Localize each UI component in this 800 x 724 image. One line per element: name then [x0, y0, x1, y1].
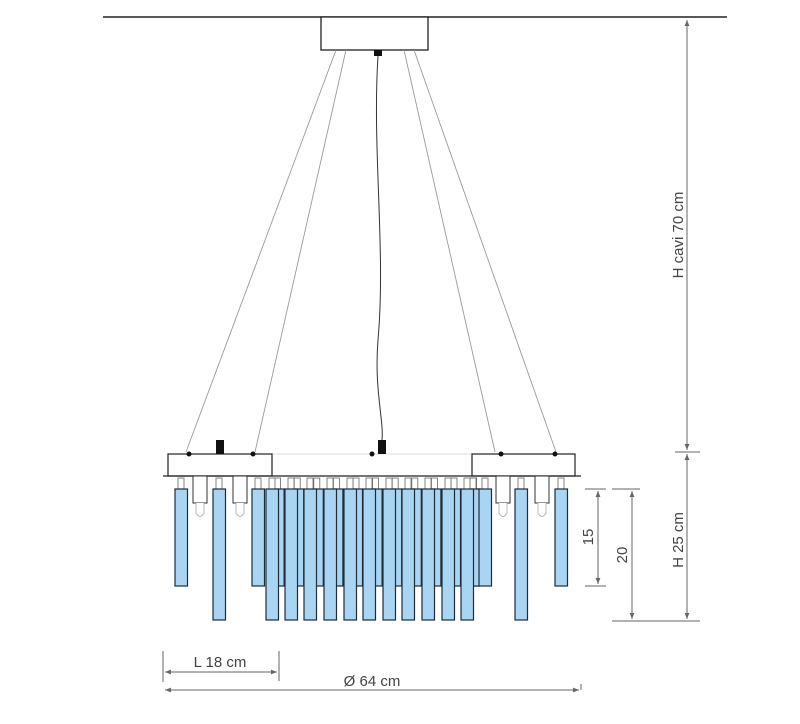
rod-holder	[254, 477, 262, 490]
rod-holder	[306, 477, 314, 490]
arm-length-label: L 18 cm	[194, 654, 247, 671]
bulb-socket	[534, 475, 550, 504]
rod-holder	[313, 477, 321, 490]
glass-rod-long	[323, 488, 338, 621]
left-connector	[216, 440, 224, 454]
frame-center	[271, 453, 473, 477]
rod-holder	[424, 477, 432, 490]
rod-holder	[463, 477, 471, 490]
glass-rod-long	[382, 488, 397, 621]
glass-rod-short	[174, 488, 189, 587]
rod-holder	[404, 477, 412, 490]
bulb-socket	[495, 475, 511, 504]
diameter-label: Ø 64 cm	[344, 673, 401, 690]
glass-rods-front	[174, 477, 569, 621]
center-connector	[378, 440, 386, 454]
rod-holder	[450, 477, 458, 490]
glass-rod-short	[251, 488, 266, 587]
cable	[254, 49, 347, 453]
bulb	[537, 503, 547, 517]
long-rod-label: 20	[614, 547, 631, 564]
anchor	[498, 451, 504, 457]
rod-holder	[444, 477, 452, 490]
glass-rod-long	[441, 488, 456, 621]
rod-holder	[346, 477, 354, 490]
suspension-cables	[185, 49, 557, 453]
glass-rod-long	[401, 488, 416, 621]
glass-rod-short	[554, 488, 569, 587]
bulb	[195, 503, 205, 517]
glass-rod-long	[303, 488, 318, 621]
glass-rod-short	[478, 488, 493, 587]
bulb-socket	[192, 475, 208, 504]
bulb-socket	[232, 475, 248, 504]
ceiling-canopy	[320, 16, 429, 51]
body-height-label: H 25 cm	[670, 512, 687, 568]
bulbs	[192, 475, 550, 517]
rod-holder	[274, 477, 282, 490]
anchor	[552, 451, 558, 457]
rod-holder	[365, 477, 373, 490]
short-rod-label: 15	[580, 529, 597, 546]
rod-holder	[391, 477, 399, 490]
glass-rod-long	[460, 488, 475, 621]
glass-rod-long	[284, 488, 299, 621]
anchor	[369, 451, 375, 457]
bulb	[498, 503, 508, 517]
anchor	[250, 451, 256, 457]
rod-holder	[411, 477, 419, 490]
rod-holder	[287, 477, 295, 490]
rod-holder	[385, 477, 393, 490]
glass-rod-long	[362, 488, 377, 621]
cable-height-label: H cavi 70 cm	[670, 192, 687, 279]
rod-holder	[177, 477, 185, 490]
rod-holder	[481, 477, 489, 490]
cable	[185, 49, 337, 453]
rod-holder	[293, 477, 301, 490]
rod-holder	[517, 477, 525, 490]
bulb	[235, 503, 245, 517]
rod-holder	[372, 477, 380, 490]
canopy-connector	[374, 50, 382, 56]
rod-holder	[268, 477, 276, 490]
rod-holder	[352, 477, 360, 490]
rod-holder	[326, 477, 334, 490]
cable-anchors	[186, 451, 558, 457]
glass-rod-long	[212, 488, 227, 621]
frame-left-arm	[167, 453, 273, 477]
rod-holder	[557, 477, 565, 490]
glass-rod-long	[265, 488, 280, 621]
cable	[403, 49, 496, 453]
glass-rod-long	[343, 488, 358, 621]
anchor	[186, 451, 192, 457]
cable	[413, 49, 557, 453]
rod-holder	[469, 477, 477, 490]
rod-holder	[332, 477, 340, 490]
rod-holder	[430, 477, 438, 490]
rod-holder	[215, 477, 223, 490]
glass-rod-long	[421, 488, 436, 621]
power-wire	[375, 55, 383, 441]
frame-right-arm	[471, 453, 576, 477]
glass-rod-long	[514, 488, 529, 621]
